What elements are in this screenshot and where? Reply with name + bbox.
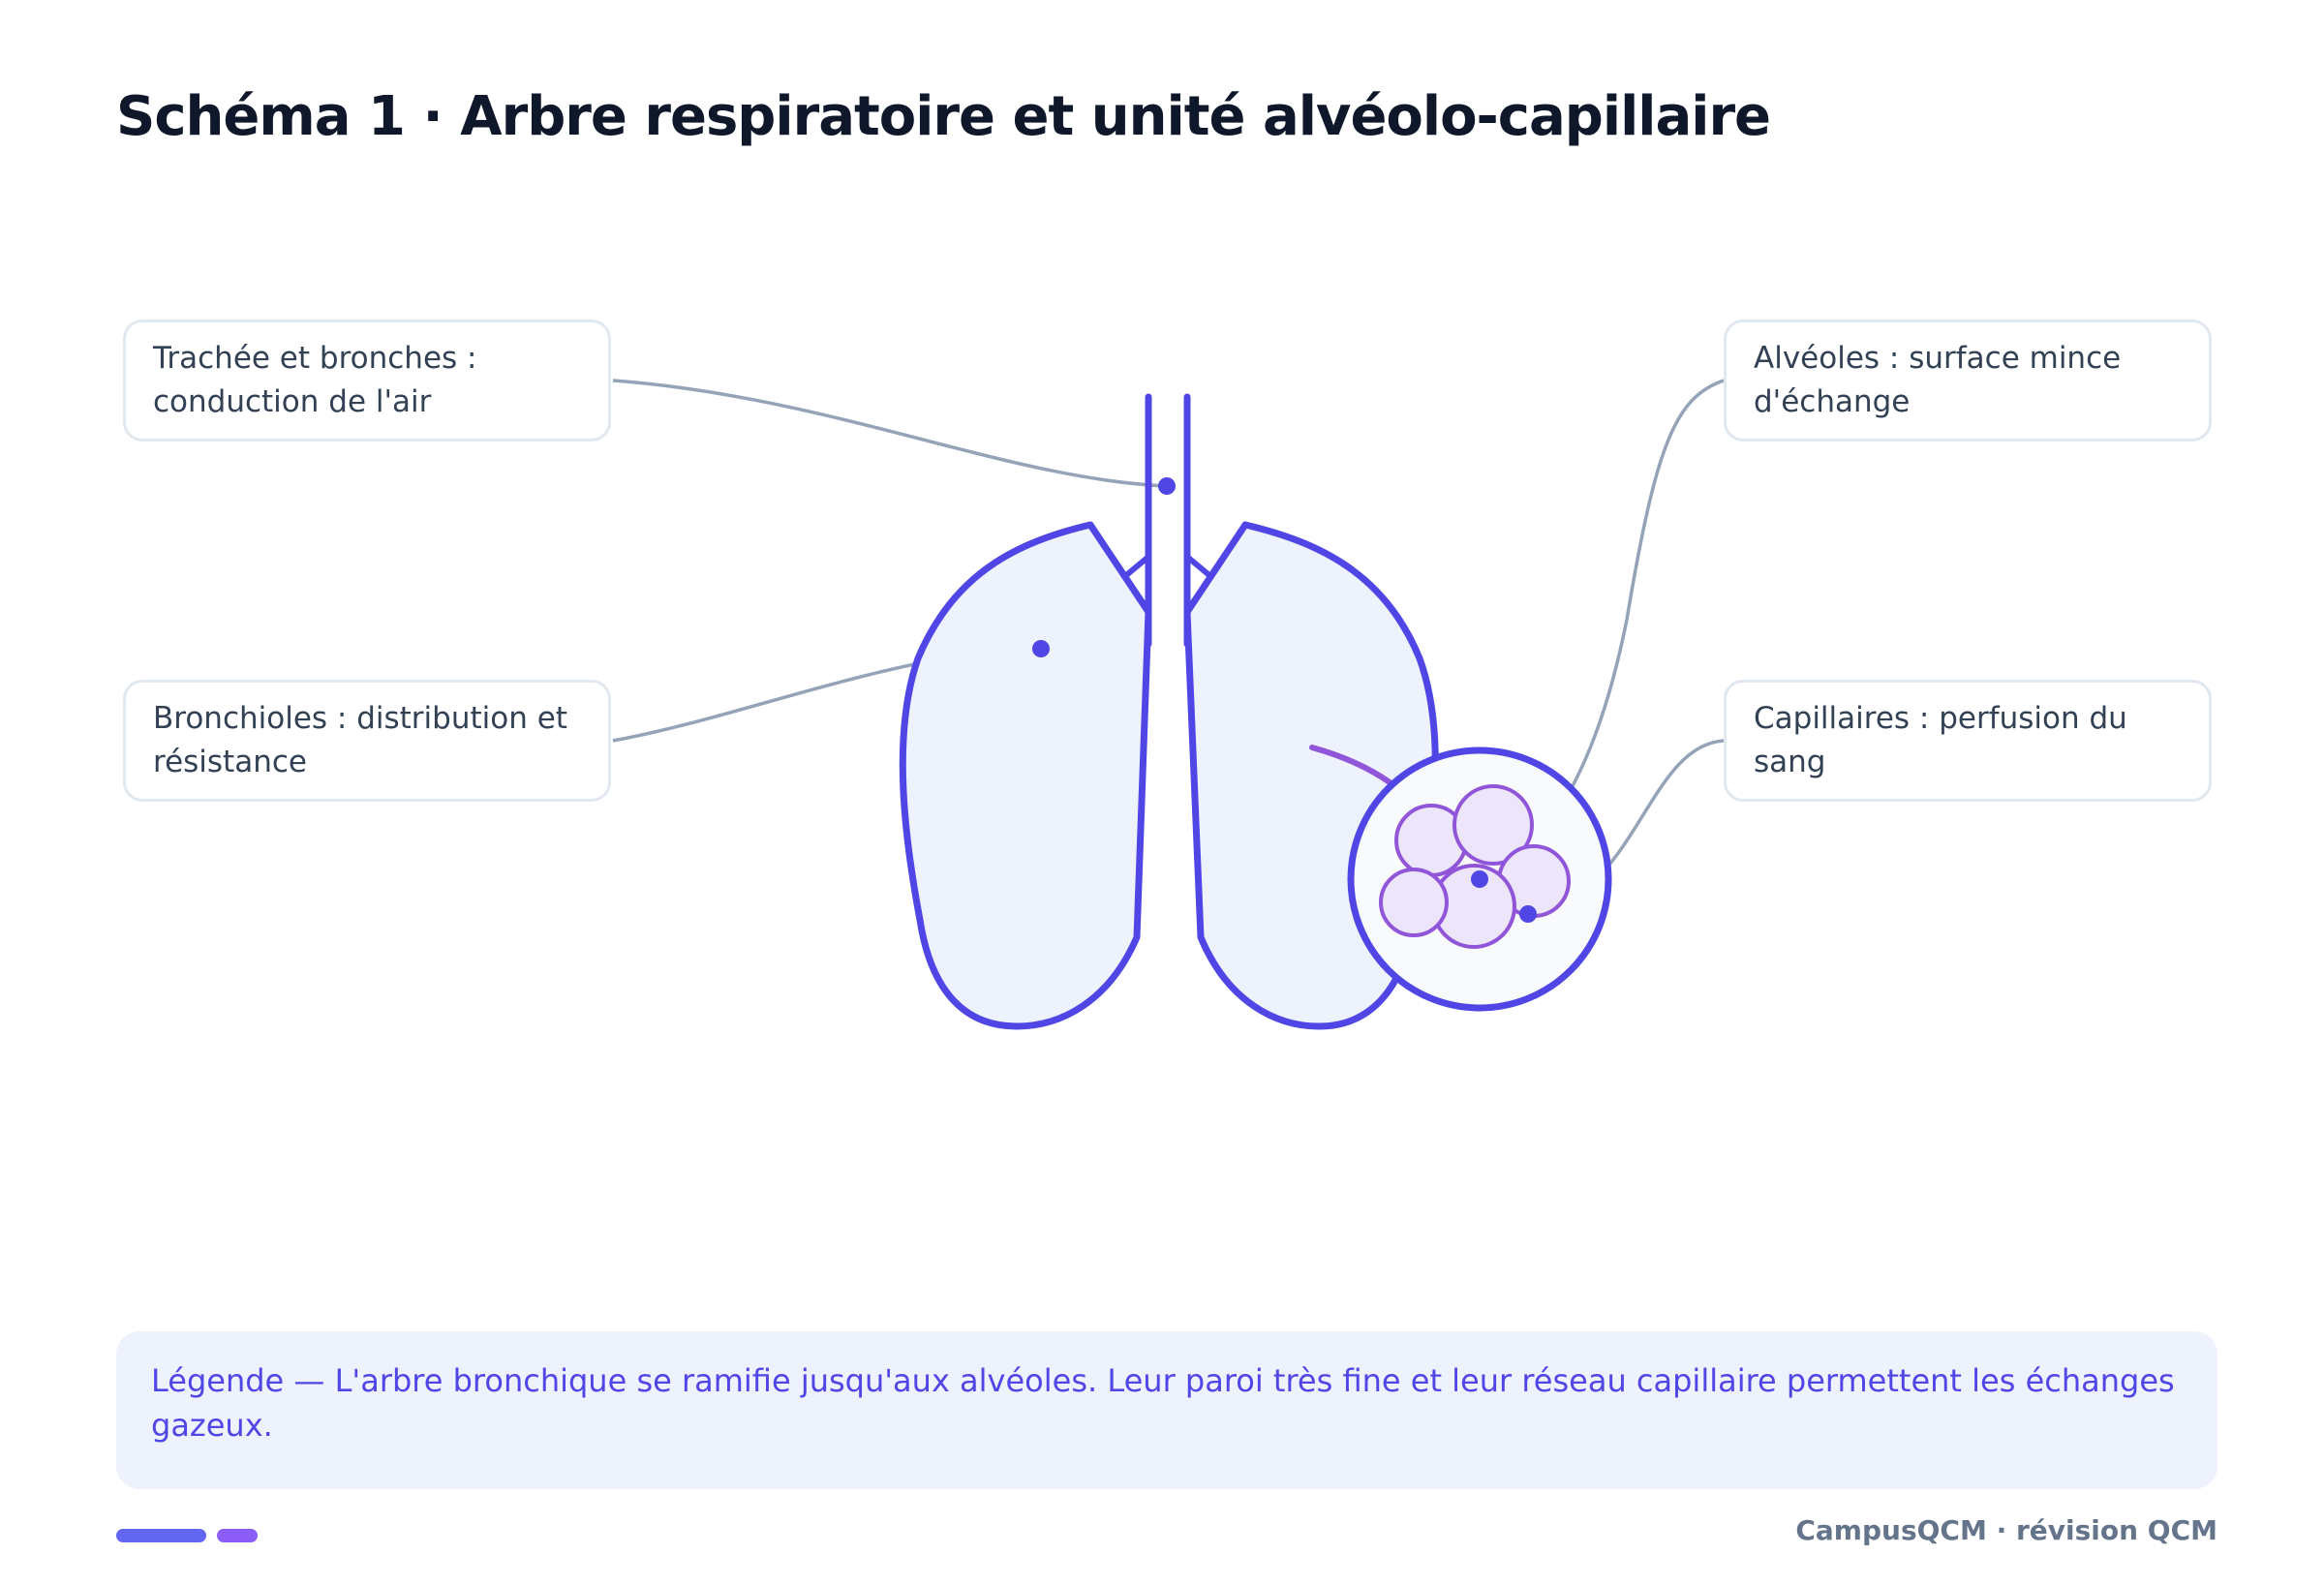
alveolus — [1379, 868, 1449, 937]
footer-brand: CampusQCM · révision QCM — [1795, 1514, 2217, 1546]
label-alveoles-text: Alvéoles : surface mince d'échange — [1754, 341, 2122, 419]
label-bronchioles-text: Bronchioles : distribution et résistance — [153, 701, 567, 779]
label-capillaires-text: Capillaires : perfusion du sang — [1754, 701, 2127, 779]
anchor-dot-capillaries — [1519, 905, 1537, 923]
footer-accent-bar-primary — [116, 1529, 206, 1542]
anchor-dot-trachea — [1158, 477, 1176, 495]
anchor-dot-bronchioles — [1032, 640, 1050, 657]
page-title: Schéma 1 · Arbre respiratoire et unité a… — [116, 85, 1771, 148]
footer-accent-bar-secondary — [217, 1529, 258, 1542]
alveoli-cluster — [1379, 784, 1571, 949]
label-bronchioles: Bronchioles : distribution et résistance — [123, 680, 611, 802]
label-trachea-bronches: Trachée et bronches : conduction de l'ai… — [123, 320, 611, 442]
legend-box: Légende — L'arbre bronchique se ramifie … — [116, 1331, 2217, 1489]
alveolus — [1452, 784, 1534, 866]
anchor-dot-alveoli — [1471, 870, 1488, 888]
left-lung — [899, 521, 1152, 1030]
carina-left — [1123, 554, 1150, 579]
legend-text: Légende — L'arbre bronchique se ramifie … — [151, 1362, 2175, 1444]
leader-line-trachea — [612, 379, 1168, 488]
label-alveoles: Alvéoles : surface mince d'échange — [1724, 320, 2212, 442]
carina-right — [1185, 554, 1212, 579]
label-trachea-text: Trachée et bronches : conduction de l'ai… — [153, 341, 477, 419]
label-capillaires: Capillaires : perfusion du sang — [1724, 680, 2212, 802]
